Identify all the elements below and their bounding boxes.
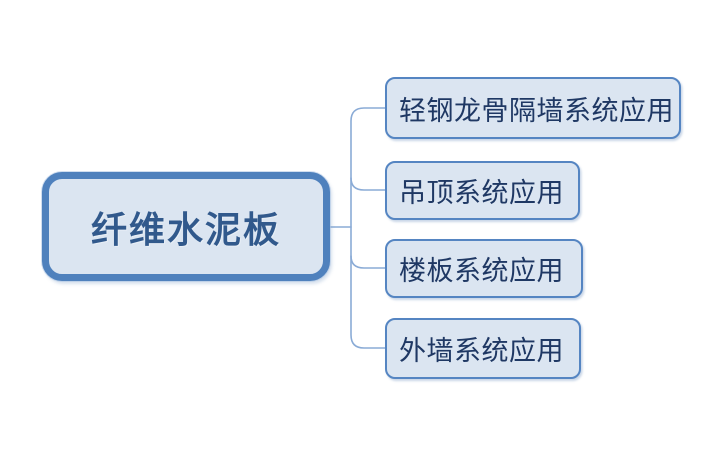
branch-node-floor-slab[interactable]: 楼板系统应用 — [385, 239, 583, 298]
root-node-label: 纤维水泥板 — [90, 208, 281, 250]
branch-node-exterior-wall[interactable]: 外墙系统应用 — [385, 318, 581, 379]
branch-node-partition-wall[interactable]: 轻钢龙骨隔墙系统应用 — [385, 77, 681, 139]
branch-node-label: 外墙系统应用 — [399, 336, 564, 366]
root-node[interactable]: 纤维水泥板 — [42, 172, 330, 281]
connector-branch-2 — [350, 177, 386, 191]
branch-node-label: 楼板系统应用 — [399, 256, 564, 286]
connector-branch-3 — [350, 255, 386, 269]
branch-node-label: 轻钢龙骨隔墙系统应用 — [399, 95, 674, 126]
branch-node-label: 吊顶系统应用 — [399, 178, 564, 208]
branch-node-ceiling[interactable]: 吊顶系统应用 — [385, 161, 580, 220]
connector-trunk — [350, 107, 386, 349]
